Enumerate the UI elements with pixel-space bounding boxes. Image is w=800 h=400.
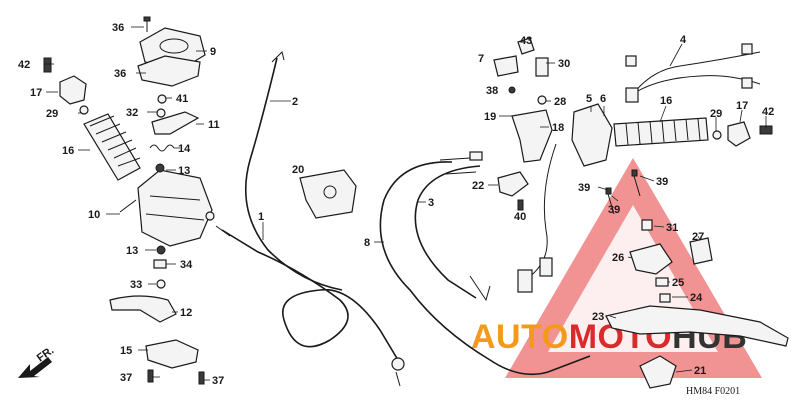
center-parts [299,37,789,389]
part-label-38: 38 [486,85,498,97]
cables [215,43,761,387]
part-label-21: 21 [694,365,706,377]
part-label-37: 37 [212,375,224,387]
bracket-26 [629,243,673,275]
part-label-4: 4 [680,34,687,46]
left-switch-assembly [43,16,215,385]
part-label-17: 17 [30,87,42,99]
part-label-11: 11 [208,119,220,131]
part-label-42: 42 [762,106,774,118]
bracket-22 [497,171,529,197]
part-label-23: 23 [592,311,604,323]
left-grip-16 [83,113,141,181]
cable-8 [379,161,591,376]
bar-end-17 [59,75,87,105]
arrow-left-icon [18,357,52,378]
part-label-31: 31 [666,222,678,234]
part-label-5: 5 [586,93,592,105]
part-label-25: 25 [672,277,684,289]
cable-2 [244,57,343,291]
part-labels: 36 9 42 36 17 41 29 32 11 16 14 13 10 13… [18,22,774,387]
part-label-26: 26 [612,252,624,264]
part-label-33: 33 [130,279,142,291]
part-label-42: 42 [18,59,30,71]
leader-lines [44,26,767,381]
part-20 [299,169,357,219]
part-label-2: 2 [292,96,298,108]
part-label-10: 10 [88,209,100,221]
part-label-6: 6 [600,93,606,105]
part-label-29: 29 [46,108,58,120]
part-label-13: 13 [178,165,190,177]
part-label-28: 28 [554,96,566,108]
bracket-11 [151,111,200,135]
part-label-40: 40 [514,211,526,223]
part-label-27: 27 [692,231,704,243]
part-label-18: 18 [552,122,564,134]
clamp-15 [145,339,199,369]
part-label-41: 41 [176,93,188,105]
part-label-20: 20 [292,164,304,176]
diagram-code: HM84 F0201 [686,386,740,397]
part-label-14: 14 [178,143,191,155]
part-label-1: 1 [258,211,264,223]
part-label-39: 39 [578,182,590,194]
part-label-13: 13 [126,245,138,257]
part-21 [639,355,677,389]
clamp-19 [511,109,553,163]
gasket-36 [137,55,201,87]
part-label-43: 43 [520,35,532,47]
part-label-3: 3 [428,197,434,209]
part-label-39: 39 [656,176,668,188]
part-label-7: 7 [478,53,484,65]
part-label-17: 17 [736,100,748,112]
part-label-39: 39 [608,204,620,216]
direction-indicator: FR. [18,344,56,378]
cable-3 [414,165,481,299]
harness-4 [629,51,761,99]
switch-housing-10 [137,169,213,247]
direction-label: FR. [35,344,56,364]
part-label-30: 30 [558,58,570,70]
part-label-16: 16 [660,95,672,107]
part-label-36: 36 [112,22,124,34]
part-label-32: 32 [126,107,138,119]
part-label-19: 19 [484,111,496,123]
bar-end-17-right [727,121,751,147]
cable-1 [221,229,399,361]
part-label-36: 36 [114,68,126,80]
part-label-34: 34 [180,259,193,271]
part-label-12: 12 [180,307,192,319]
watermark-part-auto: AUTO [471,318,569,356]
part-label-16: 16 [62,145,74,157]
part-label-29: 29 [710,108,722,120]
part-label-9: 9 [210,46,216,58]
part-label-15: 15 [120,345,132,357]
part-label-37: 37 [120,372,132,384]
part-label-8: 8 [364,237,370,249]
brake-lever-23 [605,305,789,347]
lever-12 [109,295,177,323]
switch-5 [571,103,613,167]
part-label-22: 22 [472,180,484,192]
right-grip-16 [613,117,709,147]
part-label-24: 24 [690,292,703,304]
